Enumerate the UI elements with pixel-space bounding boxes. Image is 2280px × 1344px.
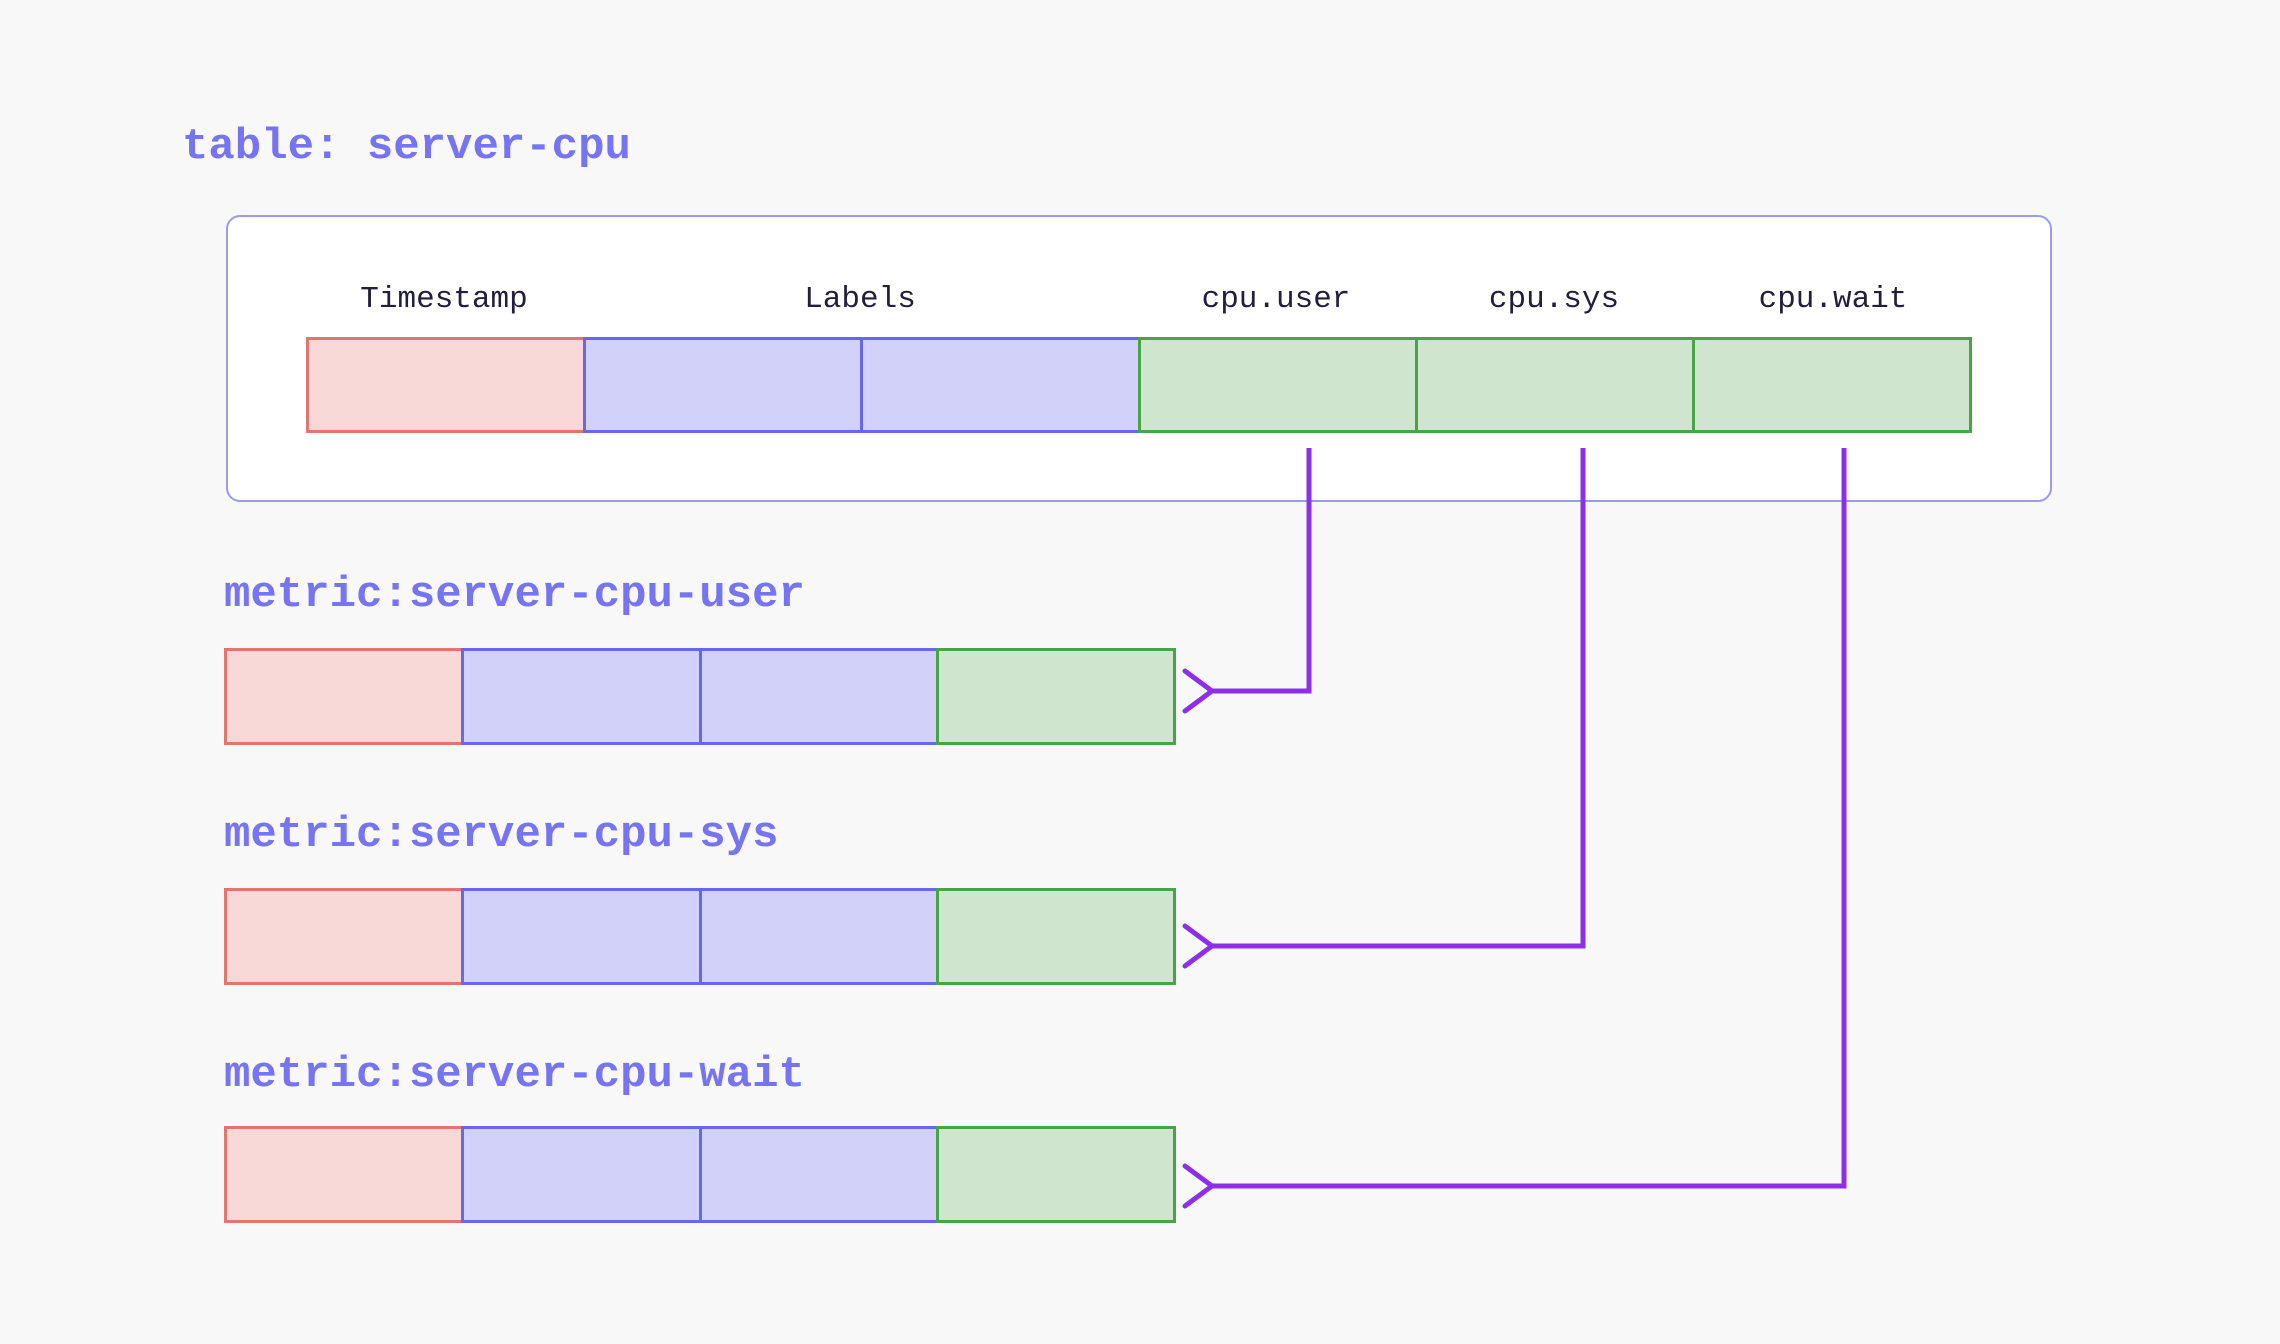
- metric-label-cpu-sys: metric:server-cpu-sys: [224, 810, 779, 860]
- cell-blue: [698, 888, 939, 985]
- cell-blue: [860, 337, 1141, 433]
- column-header-cpu-user: cpu.user: [1201, 282, 1351, 317]
- metric-label-cpu-user: metric:server-cpu-user: [224, 570, 805, 620]
- cell-green: [935, 1126, 1176, 1223]
- cell-blue: [461, 888, 702, 985]
- table-title: table: server-cpu: [182, 122, 631, 172]
- cell-red: [224, 648, 465, 745]
- cell-red: [224, 1126, 465, 1223]
- cell-blue: [698, 1126, 939, 1223]
- arrow-cpu-wait: [1212, 448, 1847, 1186]
- metric-row-cpu-sys: [224, 888, 1176, 985]
- cell-green: [1414, 337, 1695, 433]
- arrow-cpu-sys: [1212, 448, 1586, 946]
- column-header-labels: Labels: [804, 282, 916, 317]
- column-header-cpu-sys: cpu.sys: [1488, 282, 1620, 317]
- cell-blue: [698, 648, 939, 745]
- cell-blue: [583, 337, 864, 433]
- cell-green: [935, 888, 1176, 985]
- cell-green: [1137, 337, 1418, 433]
- cell-green: [1691, 337, 1973, 433]
- column-header-timestamp: Timestamp: [360, 282, 528, 317]
- cell-green: [935, 648, 1176, 745]
- metric-label-cpu-wait: metric:server-cpu-wait: [224, 1050, 805, 1100]
- table-row: [306, 337, 1973, 433]
- metric-row-cpu-user: [224, 648, 1176, 745]
- metric-row-cpu-wait: [224, 1126, 1176, 1223]
- cell-red: [224, 888, 465, 985]
- column-header-cpu-wait: cpu.wait: [1758, 282, 1908, 317]
- cell-blue: [461, 648, 702, 745]
- cell-blue: [461, 1126, 702, 1223]
- cell-red: [306, 337, 587, 433]
